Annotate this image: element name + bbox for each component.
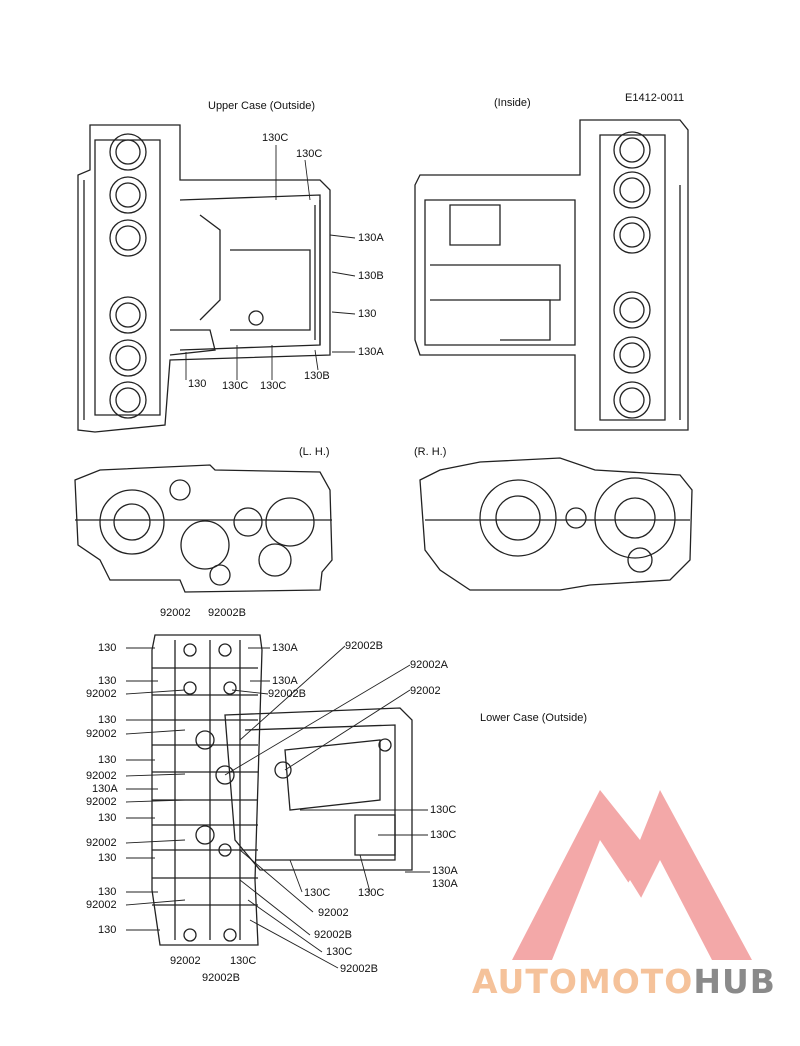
bolt-label: 130A: [272, 642, 298, 654]
bolt-label: 130C: [296, 148, 323, 160]
part-code: E1412-0011: [625, 92, 685, 104]
lower-case-outside-title: Lower Case (Outside): [480, 712, 587, 724]
bolt-label: 130: [358, 308, 377, 320]
bolt-label: 92002: [170, 955, 201, 967]
bolt-label: 92002: [160, 607, 191, 619]
bolt-label: 130A: [358, 232, 384, 244]
bolt-label: 130: [98, 642, 117, 654]
bolt-label: 92002: [86, 796, 117, 808]
bolt-label: 130C: [358, 887, 385, 899]
bolt-label: 130: [98, 812, 117, 824]
bolt-label: 92002B: [345, 640, 383, 652]
bolt-label: 130: [98, 714, 117, 726]
bolt-label: 130C: [262, 132, 289, 144]
bolt-label: 130C: [304, 887, 331, 899]
bolt-label: 130A: [358, 346, 384, 358]
upper-case-inside-drawing: [414, 119, 689, 431]
bolt-label: 92002: [318, 907, 349, 919]
leader-lines: [125, 145, 430, 969]
bolt-label: 130: [98, 675, 117, 687]
bolt-label: 130C: [260, 380, 287, 392]
bolt-label: 130B: [358, 270, 384, 282]
left-side-drawing: [74, 464, 333, 593]
inside-title: (Inside): [494, 97, 531, 109]
bolt-label: 130: [98, 924, 117, 936]
left-hand-title: (L. H.): [299, 446, 330, 458]
bolt-label: 92002B: [314, 929, 352, 941]
bolt-label: 92002: [410, 685, 441, 697]
bolt-label: 92002B: [208, 607, 246, 619]
bolt-label: 92002B: [202, 972, 240, 984]
watermark-logo: [512, 790, 752, 960]
bolt-label: 130A: [432, 865, 458, 877]
bolt-label: 130A: [272, 675, 298, 687]
lower-case-outside-drawing: [151, 634, 413, 946]
upper-case-outside-title: Upper Case (Outside): [208, 100, 315, 112]
bolt-label: 130A: [432, 878, 458, 890]
right-hand-title: (R. H.): [414, 446, 447, 458]
watermark-part2: HUB: [693, 962, 776, 1001]
bolt-label: 130C: [430, 804, 457, 816]
right-side-drawing: [419, 457, 693, 591]
bolt-label: 130C: [430, 829, 457, 841]
bolt-label: 130B: [304, 370, 330, 382]
watermark-text: AUTOMOTOHUB: [472, 962, 776, 1001]
bolt-label: 130: [98, 754, 117, 766]
bolt-label: 130C: [222, 380, 249, 392]
bolt-label: 130: [188, 378, 207, 390]
bolt-label: 130C: [326, 946, 353, 958]
bolt-label: 130A: [92, 783, 118, 795]
upper-case-outside-drawing: [77, 124, 331, 433]
bolt-label: 92002: [86, 728, 117, 740]
bolt-label: 130C: [230, 955, 257, 967]
bolt-label: 92002: [86, 899, 117, 911]
bolt-label: 130: [98, 886, 117, 898]
bolt-label: 92002B: [340, 963, 378, 975]
bolt-label: 92002A: [410, 659, 448, 671]
bolt-label: 92002: [86, 770, 117, 782]
bolt-label: 92002: [86, 837, 117, 849]
bolt-label: 130: [98, 852, 117, 864]
bolt-label: 92002B: [268, 688, 306, 700]
watermark-part1: AUTOMOTO: [472, 962, 694, 1001]
bolt-label: 92002: [86, 688, 117, 700]
